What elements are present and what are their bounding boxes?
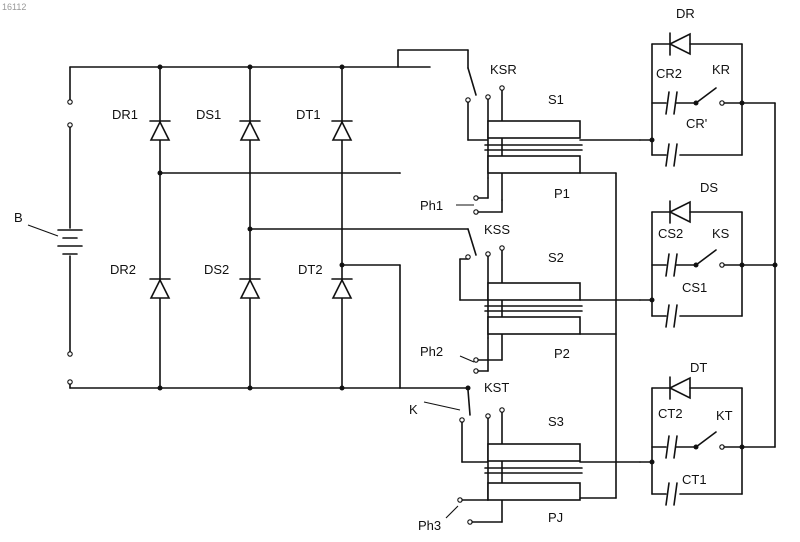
output-stage-t: DT CT2 KT CT1 <box>640 360 775 505</box>
label-dt1: DT1 <box>296 107 321 122</box>
label-kt: KT <box>716 408 733 423</box>
label-ct2: CT2 <box>658 406 683 421</box>
rectifier-bridge: DR1 DS1 DT1 DR2 DS2 DT2 <box>110 65 352 391</box>
label-cs2: CS2 <box>658 226 683 241</box>
diode-dr1 <box>150 121 170 140</box>
label-dt: DT <box>690 360 707 375</box>
label-p2: P2 <box>554 346 570 361</box>
label-ds: DS <box>700 180 718 195</box>
label-ksr: KSR <box>490 62 517 77</box>
label-p1: P1 <box>554 186 570 201</box>
diode-dt2 <box>332 279 352 298</box>
label-ph3: Ph3 <box>418 518 441 533</box>
label-ct1: CT1 <box>682 472 707 487</box>
label-dr1: DR1 <box>112 107 138 122</box>
battery-branch: B <box>14 67 430 388</box>
label-kr: KR <box>712 62 730 77</box>
label-dt2: DT2 <box>298 262 323 277</box>
phase-wiring <box>160 50 468 388</box>
battery-label: B <box>14 210 23 225</box>
label-ph2: Ph2 <box>420 344 443 359</box>
output-stage-r: DR CR2 KR CR' <box>640 6 775 166</box>
label-kss: KSS <box>484 222 510 237</box>
label-cr2: CR2 <box>656 66 682 81</box>
label-s1: S1 <box>548 92 564 107</box>
label-cr1: CR' <box>686 116 707 131</box>
label-ds2: DS2 <box>204 262 229 277</box>
diode-dt1 <box>332 121 352 140</box>
label-cs1: CS1 <box>682 280 707 295</box>
diode-ds1 <box>240 121 260 140</box>
label-ds1: DS1 <box>196 107 221 122</box>
figure-id: 16112 <box>2 2 26 12</box>
diode-dr2 <box>150 279 170 298</box>
label-ph1: Ph1 <box>420 198 443 213</box>
output-stage-s: DS CS2 KS CS1 <box>640 180 778 327</box>
label-kst: KST <box>484 380 509 395</box>
label-s2: S2 <box>548 250 564 265</box>
label-ks: KS <box>712 226 730 241</box>
label-k: K <box>409 402 418 417</box>
label-dr: DR <box>676 6 695 21</box>
battery-symbol <box>58 230 82 254</box>
label-dr2: DR2 <box>110 262 136 277</box>
label-p3: PJ <box>548 510 563 525</box>
label-s3: S3 <box>548 414 564 429</box>
diode-ds2 <box>240 279 260 298</box>
